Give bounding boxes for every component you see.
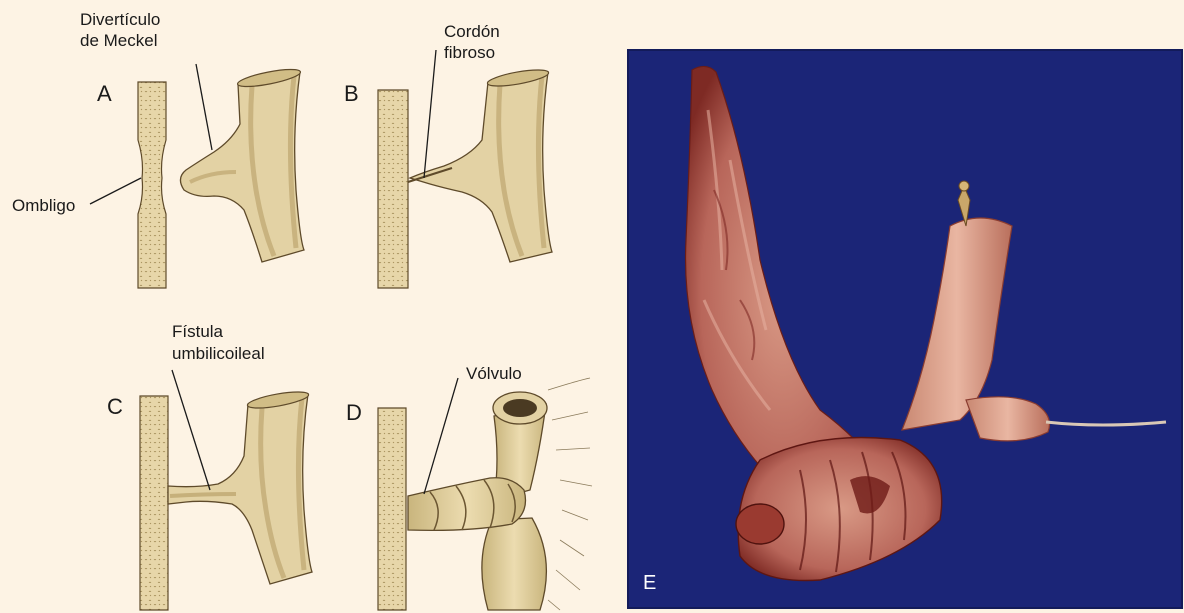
fibrous-cord-label-line2: fibroso <box>444 43 495 62</box>
umbilicus-label: Ombligo <box>12 196 75 215</box>
diverticulum-label-line1: Divertículo <box>80 10 160 29</box>
panel-b-letter: B <box>344 83 359 105</box>
volvulus-label: Vólvulo <box>466 364 522 383</box>
panel-c-letter: C <box>107 396 123 418</box>
fistula-label-line2: umbilicoileal <box>172 344 265 363</box>
abdominal-wall-c <box>140 396 168 610</box>
diverticulum-label-line2: de Meckel <box>80 31 157 50</box>
abdominal-wall-b <box>378 90 408 288</box>
fibrous-cord-label-line1: Cordón <box>444 22 500 41</box>
panel-e-letter: E <box>643 572 656 595</box>
fistula-label-line1: Fístula <box>172 322 223 341</box>
abdominal-wall-d <box>378 408 406 610</box>
ileum-c <box>168 394 312 584</box>
ileum-a <box>180 72 304 262</box>
panel-e-photo <box>628 50 1182 608</box>
abdominal-wall-a <box>138 82 166 288</box>
panel-d-drawing <box>378 378 592 610</box>
volvulus-lower-limb <box>482 518 547 610</box>
panel-c-drawing <box>140 370 312 610</box>
panel-d-letter: D <box>346 402 362 424</box>
panel-a-letter: A <box>97 83 112 105</box>
volvulus-twist <box>408 478 526 531</box>
panel-b-drawing <box>378 50 552 288</box>
panel-a-drawing <box>90 64 315 288</box>
